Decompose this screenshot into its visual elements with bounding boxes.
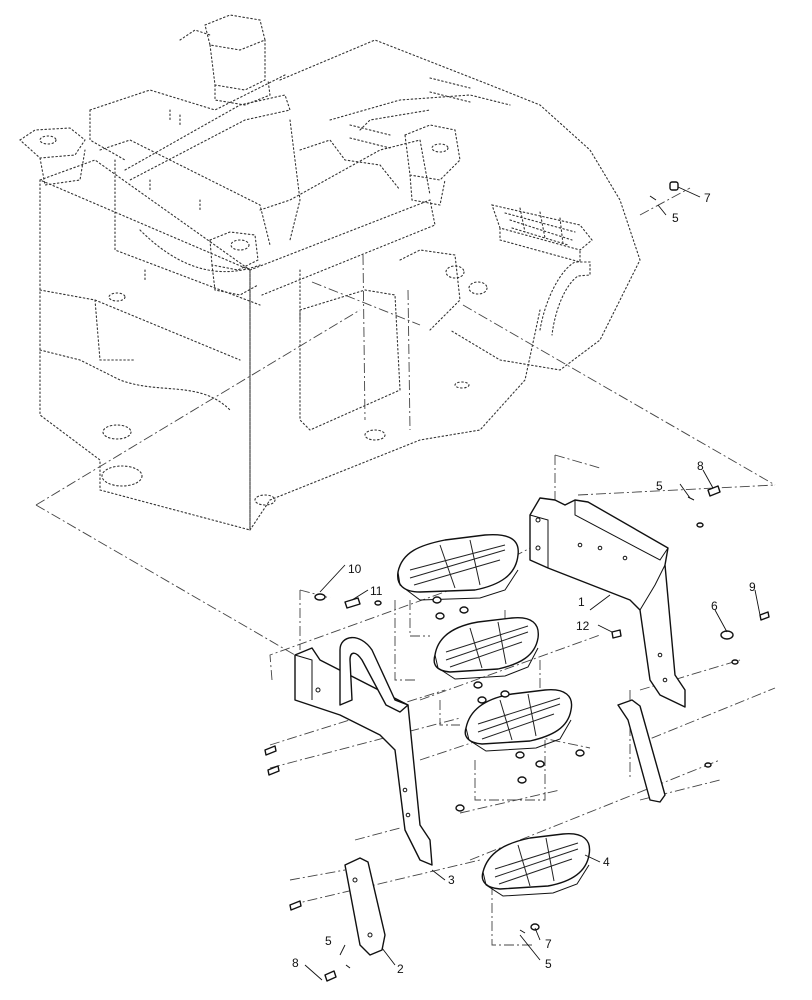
callout-5-top: 5 <box>672 211 679 225</box>
step-tread-middle <box>433 617 539 680</box>
right-lower-cover-plate <box>617 699 666 803</box>
callout-11: 11 <box>370 584 383 598</box>
callout-8-lower-left: 8 <box>292 956 299 970</box>
callout-7-bottom: 7 <box>545 937 552 951</box>
callout-labels: 7 5 8 5 10 11 9 1 6 12 3 4 7 5 5 8 2 <box>292 191 756 976</box>
callout-9: 9 <box>749 580 756 594</box>
callout-4: 4 <box>603 855 610 869</box>
part-1-right-step-bracket <box>529 497 686 708</box>
phantom-machine-frame <box>19 14 641 531</box>
callout-10: 10 <box>348 562 362 576</box>
callout-leader-lines <box>304 186 761 981</box>
hardware-fasteners <box>264 181 770 982</box>
callout-5-bottom: 5 <box>545 957 552 971</box>
callout-5-lower-left: 5 <box>325 934 332 948</box>
assembly-chain-lines <box>35 187 776 946</box>
callout-1: 1 <box>578 595 585 609</box>
part-4-step-tread-bottom <box>481 833 591 897</box>
callout-8-upper: 8 <box>697 459 704 473</box>
callout-5-upper: 5 <box>656 479 663 493</box>
callout-2: 2 <box>397 962 404 976</box>
callout-12: 12 <box>576 619 590 633</box>
callout-6: 6 <box>711 599 718 613</box>
part-3-left-step-bracket-with-handrail <box>294 636 433 866</box>
callout-3: 3 <box>448 873 455 887</box>
callout-7-top: 7 <box>704 191 711 205</box>
step-tread-top <box>397 533 519 601</box>
part-2-lower-cover-plate <box>344 857 386 956</box>
step-tread-lower <box>464 689 573 752</box>
